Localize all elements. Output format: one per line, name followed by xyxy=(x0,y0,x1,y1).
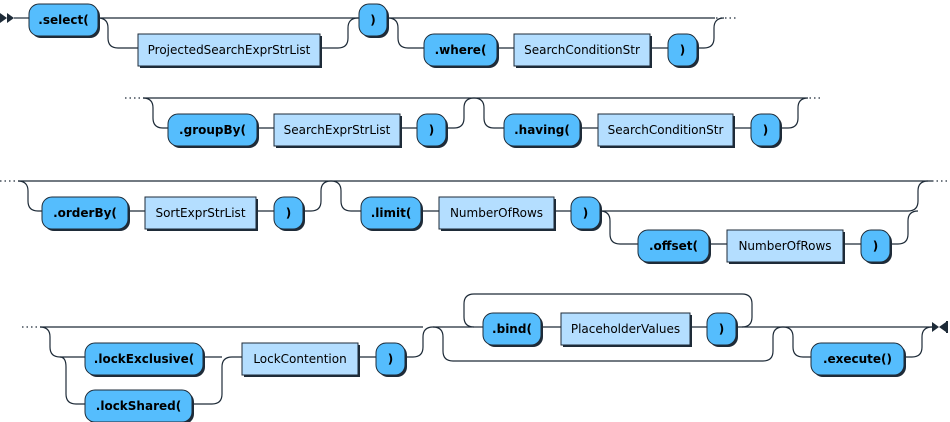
svg-text:.select(: .select( xyxy=(38,13,88,27)
svg-text:.groupBy(: .groupBy( xyxy=(179,123,246,137)
row-3-lines xyxy=(0,180,950,245)
svg-text:): ) xyxy=(370,13,375,27)
execute-token: .execute() xyxy=(810,342,906,377)
select-token: .select( xyxy=(28,3,100,38)
svg-text:ProjectedSearchExprStrList: ProjectedSearchExprStrList xyxy=(148,43,311,57)
lock-shared-token: .lockShared( xyxy=(84,389,194,422)
svg-text:PlaceholderValues: PlaceholderValues xyxy=(571,322,680,336)
limit-token: .limit( xyxy=(360,196,423,231)
bind-close-paren-token: ) xyxy=(706,312,738,347)
offset-close-paren-token: ) xyxy=(860,229,892,264)
svg-text:NumberOfRows: NumberOfRows xyxy=(450,206,543,220)
bind-token: .bind( xyxy=(482,312,543,347)
svg-text:.execute(): .execute() xyxy=(823,352,892,366)
sort-expr-str-list-box: SortExprStrList xyxy=(144,196,258,231)
svg-text:.lockShared(: .lockShared( xyxy=(96,399,181,413)
placeholder-values-box: PlaceholderValues xyxy=(560,312,692,347)
svg-text:): ) xyxy=(763,123,768,137)
row-4-lines xyxy=(22,293,933,405)
lock-exclusive-token: .lockExclusive( xyxy=(84,342,205,377)
offset-token: .offset( xyxy=(637,229,711,264)
svg-text:.where(: .where( xyxy=(435,43,487,57)
svg-text:): ) xyxy=(583,206,588,220)
svg-text:SearchConditionStr: SearchConditionStr xyxy=(524,43,640,57)
row-1-lines xyxy=(14,17,736,49)
svg-text:): ) xyxy=(680,43,685,57)
having-search-condition-box: SearchConditionStr xyxy=(597,113,735,148)
start-arrow-icon xyxy=(0,13,14,23)
lock-contention-box: LockContention xyxy=(241,342,360,377)
svg-text:.orderBy(: .orderBy( xyxy=(53,206,117,220)
offset-number-of-rows-box: NumberOfRows xyxy=(726,229,845,264)
order-by-token: .orderBy( xyxy=(41,196,130,231)
svg-text:): ) xyxy=(429,123,434,137)
select-close-paren-token: ) xyxy=(358,3,389,38)
where-token: .where( xyxy=(423,33,499,68)
svg-text:SearchExprStrList: SearchExprStrList xyxy=(284,123,391,137)
row-2-lines xyxy=(125,97,822,129)
where-search-condition-box: SearchConditionStr xyxy=(513,33,652,68)
svg-text:.offset(: .offset( xyxy=(649,239,698,253)
having-close-paren-token: ) xyxy=(750,113,782,148)
svg-text:NumberOfRows: NumberOfRows xyxy=(738,239,831,253)
svg-text:.bind(: .bind( xyxy=(492,322,532,336)
where-close-paren-token: ) xyxy=(667,33,699,68)
group-by-close-paren-token: ) xyxy=(416,113,448,148)
svg-text:.having(: .having( xyxy=(514,123,570,137)
limit-number-of-rows-box: NumberOfRows xyxy=(438,196,556,231)
having-token: .having( xyxy=(503,113,582,148)
svg-text:.lockExclusive(: .lockExclusive( xyxy=(94,352,194,366)
svg-text:.limit(: .limit( xyxy=(371,206,412,220)
end-arrow-icon xyxy=(932,321,948,333)
limit-close-paren-token: ) xyxy=(570,196,602,231)
svg-text:): ) xyxy=(286,206,291,220)
group-by-search-expr-box: SearchExprStrList xyxy=(273,113,402,148)
svg-text:SearchConditionStr: SearchConditionStr xyxy=(608,123,724,137)
svg-text:): ) xyxy=(719,322,724,336)
projected-search-expr-str-list-box: ProjectedSearchExprStrList xyxy=(137,33,322,68)
svg-text:): ) xyxy=(873,239,878,253)
lock-close-paren-token: ) xyxy=(375,342,407,377)
group-by-token: .groupBy( xyxy=(167,113,259,148)
svg-text:SortExprStrList: SortExprStrList xyxy=(155,206,245,220)
svg-text:LockContention: LockContention xyxy=(253,352,346,366)
order-by-close-paren-token: ) xyxy=(273,196,305,231)
svg-text:): ) xyxy=(388,352,393,366)
